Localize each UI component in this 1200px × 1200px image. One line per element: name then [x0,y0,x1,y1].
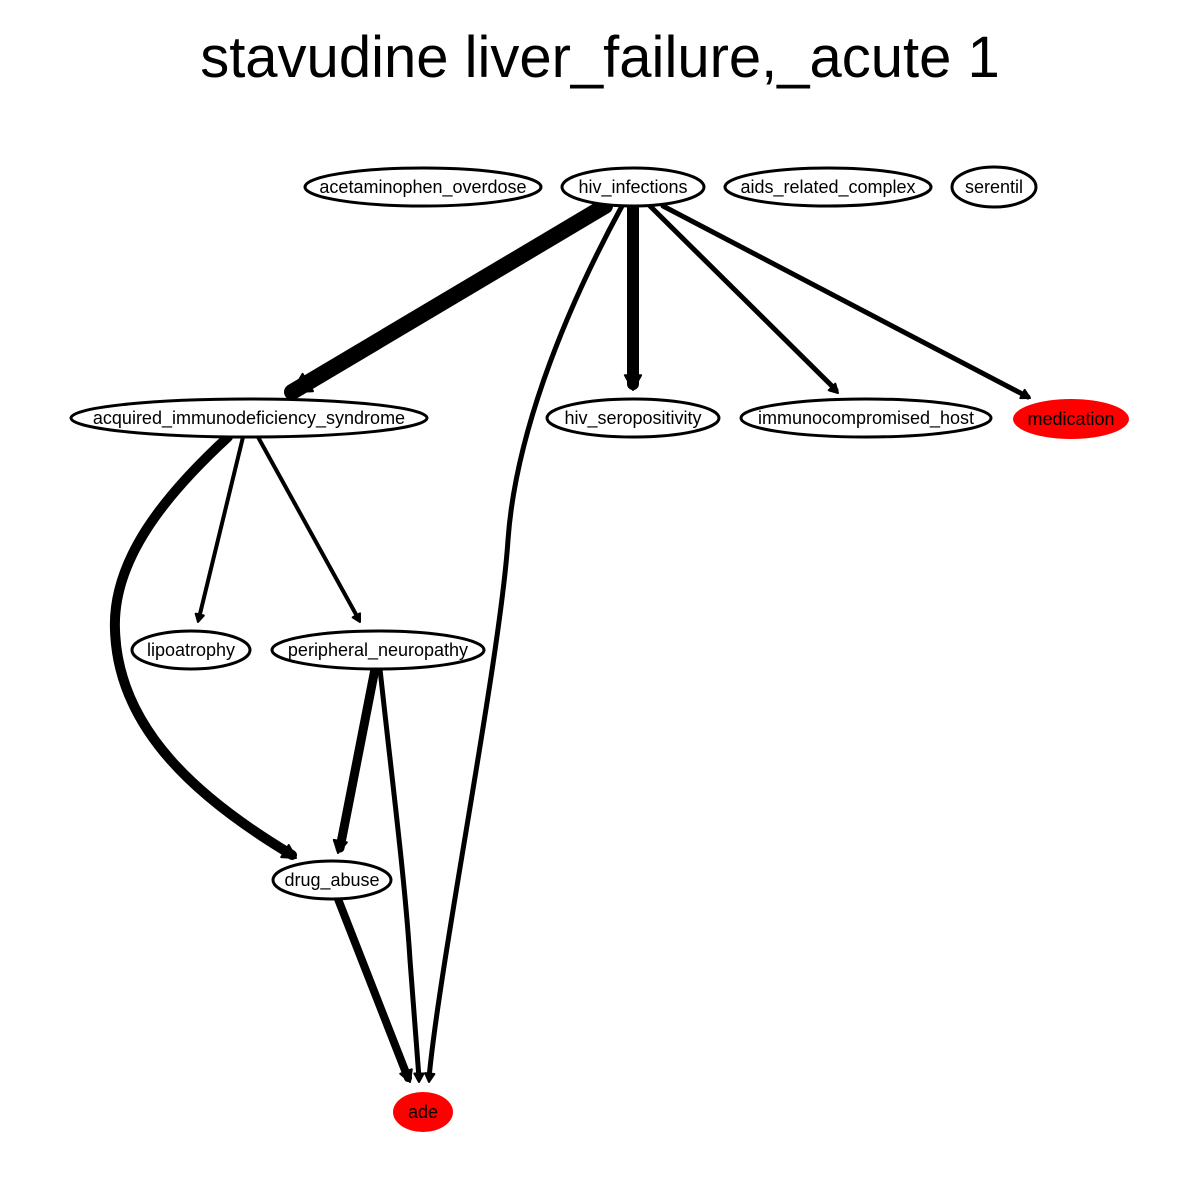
node-hiv_seropositivity: hiv_seropositivity [545,397,721,439]
edge-hiv_infections-to-acquired_immunodeficiency_syndrome [284,198,613,400]
node-hiv_infections: hiv_infections [560,166,706,208]
node-peripheral_neuropathy: peripheral_neuropathy [270,629,486,671]
node-label: aids_related_complex [740,177,915,198]
edge-arrowhead [827,382,839,394]
node-label: hiv_seropositivity [564,408,701,429]
edge-arrowhead [332,838,348,854]
node-label: acquired_immunodeficiency_syndrome [93,408,405,429]
node-label: medication [1027,409,1114,429]
edge-line [109,432,297,860]
edge-line [197,435,245,620]
node-ellipse [303,166,543,208]
node-ellipse [69,397,429,439]
node-ellipse [270,629,486,671]
node-lipoatrophy: lipoatrophy [130,629,252,671]
node-ellipse [1013,399,1129,439]
edge-line [426,203,625,1081]
edges-layer [109,198,1031,1083]
node-aids_related_complex: aids_related_complex [723,166,933,208]
node-ade: ade [393,1092,453,1132]
node-label: peripheral_neuropathy [288,640,468,661]
edge-acquired_immunodeficiency_syndrome-to-lipoatrophy [194,435,245,623]
node-label: acetaminophen_overdose [319,177,526,198]
edge-line [660,203,1031,400]
node-label: hiv_infections [578,177,687,198]
edge-hiv_infections-to-hiv_seropositivity [623,200,643,391]
nodes-layer: acetaminophen_overdose hiv_infections aids… [69,165,1129,1132]
node-label: drug_abuse [284,870,379,891]
node-ellipse [723,166,933,208]
edge-acquired_immunodeficiency_syndrome-to-drug_abuse [109,432,297,860]
edge-arrowhead [194,612,205,623]
edge-hiv_infections-to-medication [660,203,1031,400]
node-label: serentil [965,177,1023,197]
edge-arrowhead [1019,388,1031,400]
node-acetaminophen_overdose: acetaminophen_overdose [303,166,543,208]
node-ellipse [739,397,993,439]
edge-arrowhead [413,1072,425,1083]
edge-arrowhead [351,612,361,623]
node-medication: medication [1013,399,1129,439]
edge-line [647,203,839,393]
node-ellipse [950,165,1038,209]
node-ellipse [545,397,721,439]
edge-line [334,895,412,1082]
node-ellipse [393,1092,453,1132]
edge-line [377,666,422,1081]
edge-line [335,664,380,853]
edge-line [256,435,360,620]
edge-line [284,198,613,400]
edge-hiv_infections-to-ade [424,203,625,1083]
node-ellipse [130,629,252,671]
node-immunocompromised_host: immunocompromised_host [739,397,993,439]
edge-peripheral_neuropathy-to-drug_abuse [332,664,380,854]
edge-acquired_immunodeficiency_syndrome-to-peripheral_neuropathy [256,435,361,623]
diagram-title: stavudine liver_failure,_acute 1 [200,25,1000,90]
edge-arrowhead [623,374,643,391]
edge-arrowhead [424,1072,436,1083]
node-label: ade [408,1102,438,1122]
edge-arrowhead [280,844,297,859]
node-acquired_immunodeficiency_syndrome: acquired_immunodeficiency_syndrome [69,397,429,439]
edge-arrowhead [291,372,314,393]
node-ellipse [560,166,706,208]
node-ellipse [271,859,393,901]
edge-drug_abuse-to-ade [334,895,413,1083]
node-label: immunocompromised_host [758,408,974,429]
node-serentil: serentil [950,165,1038,209]
node-label: lipoatrophy [147,640,235,660]
edge-arrowhead [399,1068,413,1083]
edge-peripheral_neuropathy-to-ade [377,666,425,1083]
node-drug_abuse: drug_abuse [271,859,393,901]
edge-hiv_infections-to-immunocompromised_host [647,203,839,394]
